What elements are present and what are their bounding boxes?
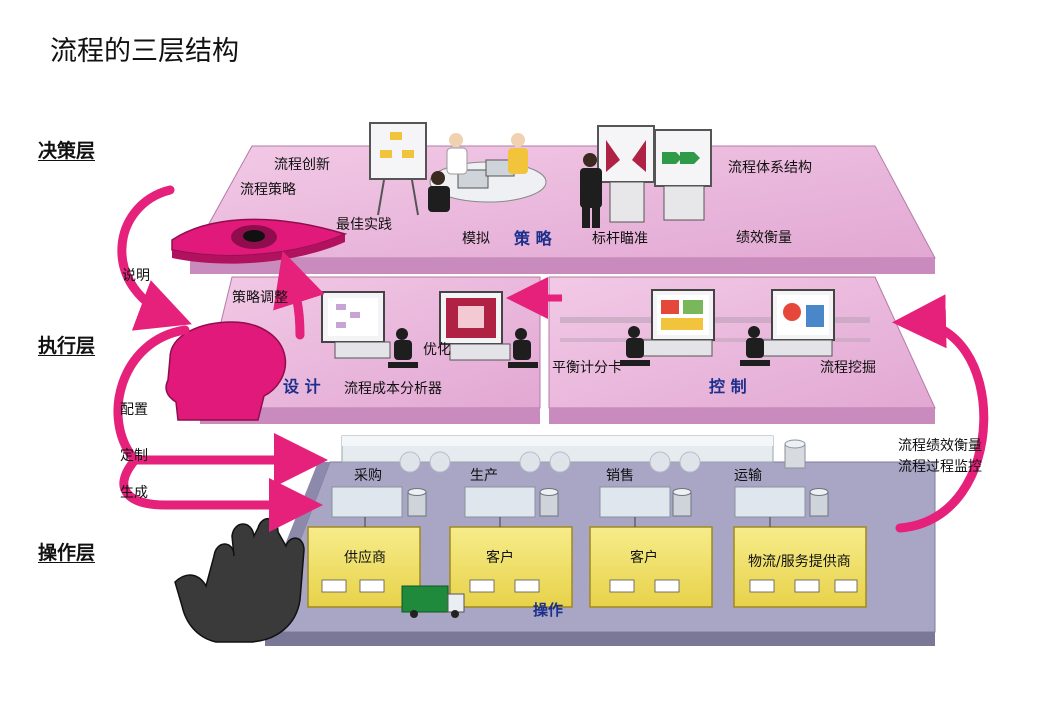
label-performance: 绩效衡量 — [736, 230, 792, 246]
label-production: 生产 — [470, 468, 498, 484]
label-best-practice: 最佳实践 — [336, 217, 392, 233]
page-title: 流程的三层结构 — [50, 36, 239, 67]
head-icon — [165, 321, 287, 421]
label-configure: 配置 — [120, 402, 148, 418]
label-explain: 说明 — [122, 268, 150, 284]
label-monitor-process: 流程过程监控 — [898, 459, 982, 475]
label-strategy-adjust: 策略调整 — [232, 290, 288, 306]
monitor-icon — [321, 289, 835, 361]
label-transport: 运输 — [734, 468, 762, 484]
label-mining: 流程挖掘 — [820, 360, 876, 376]
room-label-customer-2: 客户 — [630, 550, 658, 566]
label-purchase: 采购 — [354, 468, 382, 484]
label-simulation: 模拟 — [462, 231, 490, 247]
arrow-strategy-adjust — [273, 250, 325, 340]
layer-title-operation: 操作层 — [38, 542, 96, 564]
process-modules — [331, 486, 829, 518]
room-label-customer-1: 客户 — [486, 550, 514, 566]
label-optimize: 优化 — [423, 342, 451, 358]
room-label-supplier: 供应商 — [344, 550, 386, 566]
eye-icon — [171, 218, 348, 264]
room-label-logistics: 物流/服务提供商 — [748, 554, 851, 570]
badge-control: 控 制 — [709, 377, 747, 396]
system-conveyor — [341, 435, 806, 473]
worker-people — [388, 326, 770, 368]
monitor-icon — [369, 122, 712, 223]
truck-icon — [401, 585, 465, 618]
label-strategy: 流程策略 — [240, 182, 296, 198]
layer-title-execution: 执行层 — [38, 335, 96, 357]
label-customize: 定制 — [120, 448, 148, 464]
layer-title-decision: 决策层 — [38, 140, 96, 162]
label-sales: 销售 — [606, 468, 634, 484]
arrow-monitor — [892, 294, 989, 533]
operation-rooms — [307, 517, 867, 608]
arrow-generate — [119, 455, 323, 532]
label-scorecard: 平衡计分卡 — [552, 360, 622, 376]
label-benchmark: 标杆瞄准 — [592, 231, 648, 247]
hand-icon — [174, 518, 305, 643]
badge-operation: 操作 — [533, 601, 564, 619]
database-icon — [407, 488, 829, 517]
meeting-people-icon — [428, 133, 602, 228]
label-innovation: 流程创新 — [274, 157, 330, 173]
badge-design: 设 计 — [283, 377, 321, 396]
arrow-explain — [117, 185, 192, 331]
label-cost-analyzer: 流程成本分析器 — [344, 381, 442, 397]
label-system-structure: 流程体系结构 — [728, 160, 812, 176]
arrow-customize — [113, 325, 328, 487]
flow-arrows — [113, 185, 989, 533]
label-monitor-performance: 流程绩效衡量 — [898, 438, 982, 454]
label-generate: 生成 — [120, 485, 148, 501]
badge-strategy: 策 略 — [514, 229, 552, 248]
